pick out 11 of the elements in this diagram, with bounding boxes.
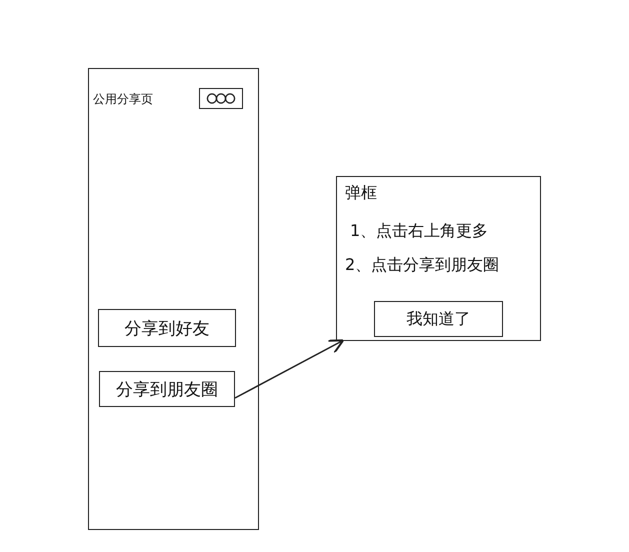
instruction-text: 1、点击右上角更多 — [350, 221, 488, 242]
phone-frame — [88, 68, 259, 530]
arrow — [234, 339, 344, 399]
menu-button — [199, 88, 243, 109]
popup-dialog — [336, 176, 541, 341]
instruction-text: 2、点击分享到朋友圈 — [345, 255, 500, 276]
screen-title: 公用分享页 — [93, 91, 153, 108]
acknowledge-button: 我知道了 — [374, 301, 503, 337]
share-button: 分享到朋友圈 — [99, 371, 235, 407]
share-button: 分享到好友 — [98, 309, 236, 347]
dialog-title: 弹框 — [345, 183, 377, 204]
